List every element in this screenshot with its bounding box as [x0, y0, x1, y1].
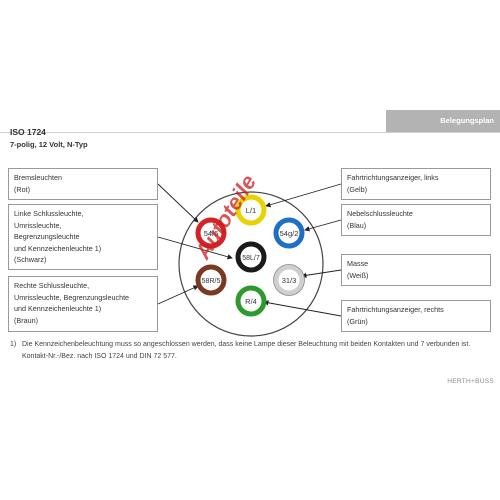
connector-line — [263, 300, 342, 317]
footnote-number: 1) — [10, 341, 17, 348]
box-line: Bremsleuchten — [14, 173, 62, 182]
pin-label: 58L/7 — [242, 255, 260, 262]
box-line: Fahrtrichtungsanzeiger, links — [347, 173, 439, 182]
box-line: (Blau) — [347, 220, 367, 230]
left-tail-light-box: Linke Schlussleuchte, Umrissleuchte, Beg… — [8, 204, 158, 270]
pin-3: 31/3 — [273, 264, 305, 296]
right-tail-light-box: Rechte Schlussleuchte, Umrissleuchte, Be… — [8, 276, 158, 332]
connector-line — [157, 236, 233, 260]
pin-label: R/4 — [245, 297, 257, 306]
connector-line — [265, 183, 342, 208]
box-line: Linke Schlussleuchte, — [14, 209, 84, 218]
box-line: Masse — [347, 259, 369, 268]
box-line: Umrissleuchte, Begrenzungsleuchte — [14, 292, 130, 302]
pin-2: 54g/2 — [273, 217, 305, 249]
box-line: (Grün) — [347, 316, 368, 326]
box-line: (Braun) — [14, 315, 38, 325]
box-line: und Kennzeichenleuchte 1) — [14, 304, 102, 313]
pin-label: 31/3 — [282, 276, 297, 285]
pin-label: 54g/2 — [280, 229, 299, 238]
pin-6: 54/6 — [195, 217, 227, 249]
header-tab: Belegungsplan — [386, 110, 500, 132]
box-line: (Schwarz) — [14, 255, 47, 264]
pin-7: 58L/7 — [235, 241, 267, 273]
turn-right-box: Fahrtrichtungsanzeiger, rechts (Grün) — [341, 300, 491, 332]
pin-label: 54/6 — [204, 229, 219, 238]
box-line: Rechte Schlussleuchte, — [14, 281, 90, 290]
box-line: Begrenzungsleuchte — [14, 232, 80, 241]
box-line: (Weiß) — [347, 270, 369, 280]
box-line: Fahrtrichtungsanzeiger, rechts — [347, 305, 444, 314]
header-bar — [0, 110, 500, 133]
pin-5: 58R/5 — [195, 264, 227, 296]
standard-title: ISO 1724 — [10, 127, 46, 137]
box-line: (Gelb) — [347, 184, 367, 194]
connector-line — [157, 183, 199, 223]
ground-box: Masse (Weiß) — [341, 254, 491, 286]
box-line: (Rot) — [14, 184, 30, 194]
pin-4: R/4 — [235, 285, 267, 317]
connector-line — [157, 285, 199, 305]
brake-light-box: Bremsleuchten (Rot) — [8, 168, 158, 200]
brand-logo: HERTH+BUSS — [447, 378, 494, 385]
connector-line — [304, 219, 342, 232]
pin-label: 58R/5 — [202, 278, 221, 285]
pin-label: L/1 — [246, 206, 256, 215]
turn-left-box: Fahrtrichtungsanzeiger, links (Gelb) — [341, 168, 491, 200]
box-line: Umrissleuchte, — [14, 220, 62, 230]
socket-spec: 7-polig, 12 Volt, N-Typ — [10, 140, 88, 149]
box-line: Nebelschlussleuchte — [347, 209, 413, 218]
pin-1: L/1 — [235, 194, 267, 226]
connector-line — [301, 269, 342, 278]
fog-light-box: Nebelschlussleuchte (Blau) — [341, 204, 491, 236]
footnote-text: Die Kennzeichenbeleuchtung muss so anges… — [22, 341, 471, 360]
box-line: und Kennzeichenleuchte 1) — [14, 243, 102, 253]
